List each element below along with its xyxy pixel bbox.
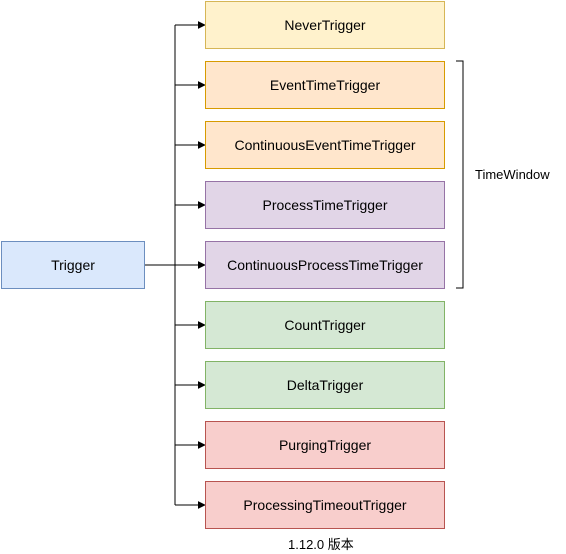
trigger-child-node: ContinuousEventTimeTrigger xyxy=(205,121,445,169)
trigger-child-node: PurgingTrigger xyxy=(205,421,445,469)
trigger-child-node: DeltaTrigger xyxy=(205,361,445,409)
trigger-node: Trigger xyxy=(1,241,145,289)
version-label: 1.12.0 版本 xyxy=(288,537,354,552)
trigger-child-node: NeverTrigger xyxy=(205,1,445,49)
trigger-child-node: CountTrigger xyxy=(205,301,445,349)
timewindow-bracket xyxy=(456,60,464,289)
trigger-child-node: ProcessingTimeoutTrigger xyxy=(205,481,445,529)
timewindow-label: TimeWindow xyxy=(475,167,550,182)
trigger-child-node: ContinuousProcessTimeTrigger xyxy=(205,241,445,289)
trigger-child-node: EventTimeTrigger xyxy=(205,61,445,109)
trigger-child-node: ProcessTimeTrigger xyxy=(205,181,445,229)
